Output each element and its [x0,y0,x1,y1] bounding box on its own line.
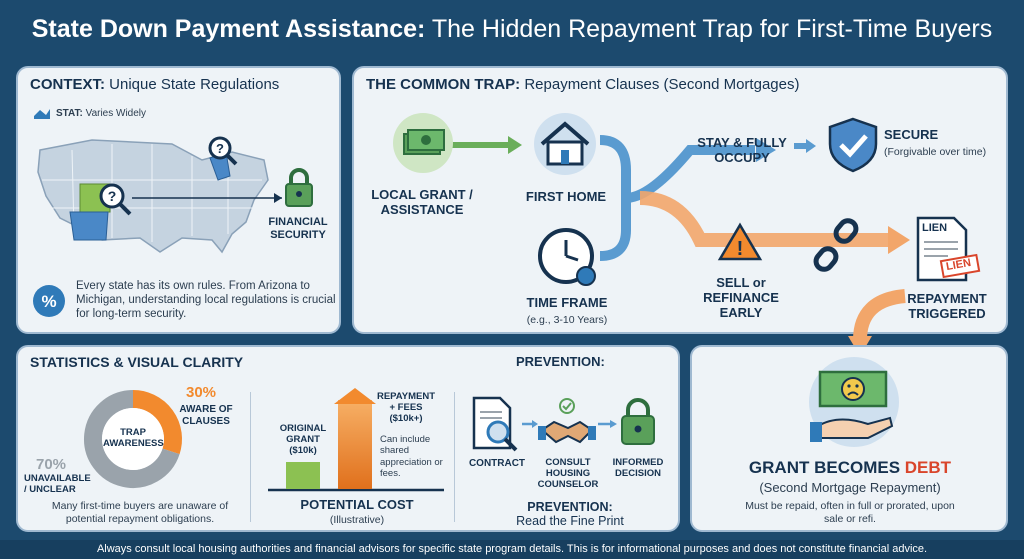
prevention-bottom-rest: Read the Fine Print [516,514,624,529]
cash-stack-icon [393,113,453,173]
secure-label: SECURE [884,127,939,142]
original-grant-label: ORIGINAL GRANT ($10k) [279,423,327,456]
stat-line: STAT: Varies Widely [56,108,146,120]
contract-label: CONTRACT [468,458,526,469]
context-title: CONTEXT: Unique State Regulations [30,76,279,93]
context-title-bold: CONTEXT: [30,76,105,93]
grant-label: LOCAL GRANT / ASSISTANCE [371,187,473,217]
svg-text:!: ! [737,238,744,260]
title-bold: State Down Payment Assistance: [31,15,426,43]
stats-divider-1 [250,392,251,522]
debt-word: DEBT [904,458,952,477]
timeframe-label: TIME FRAME [526,295,608,310]
home-label: FIRST HOME [525,189,607,204]
security-label: FINANCIAL SECURITY [268,216,328,241]
svg-text:%: % [41,292,56,311]
stats-title: STATISTICS & VISUAL CLARITY [30,354,244,370]
prevention-bottom: PREVENTION: Read the Fine Print [480,500,660,529]
lien-document-icon [916,216,981,282]
awareness-donut-chart [84,390,182,488]
lock-icon [285,168,313,207]
cost-sub: (Illustrative) [329,514,385,526]
stat-icon [34,109,50,119]
unaware-pct: 70% [36,456,67,473]
lien-text: LIEN [922,222,948,234]
donut-slice-0 [132,390,182,455]
secure-sub: (Forgivable over time) [884,146,987,158]
context-panel: CONTEXT: Unique State Regulations STAT: … [16,66,341,334]
counselor-label: CONSULT HOUSING COUNSELOR [537,457,599,490]
magnifier-icon: ? [99,183,132,216]
us-map-icon [37,139,282,254]
trap-title-bold: THE COMMON TRAP: [366,76,521,93]
cost-axis [268,488,444,492]
original-grant-bar [286,462,320,489]
shield-icon [828,117,878,173]
stats-divider-2 [454,392,455,522]
title-rest: The Hidden Repayment Trap for First-Time… [431,15,993,43]
house-icon [534,113,596,175]
decision-label: INFORMED DECISION [612,457,664,479]
debt-sub: (Second Mortgage Repayment) [759,480,941,495]
trap-panel: THE COMMON TRAP: Repayment Clauses (Seco… [352,66,1008,334]
contract-icon [472,396,518,452]
context-title-rest: Unique State Regulations [109,76,280,93]
page-title: State Down Payment Assistance: The Hidde… [0,0,1024,58]
aware-pct: 30% [186,384,217,401]
prevention-arrows [522,420,617,428]
cost-title: POTENTIAL COST [300,497,414,512]
aware-label: AWARE OF CLAUSES [179,404,233,427]
svg-text:?: ? [108,188,117,204]
magnifier-icon-2: ? [208,136,238,166]
debt-heading: GRANT BECOMES DEBT [700,458,1000,478]
repayment-bar [338,400,372,489]
prevention-bottom-bold: PREVENTION: [527,500,613,514]
warning-icon: ! [717,222,763,261]
prevention-lock-icon [621,398,655,445]
timeframe-sub: (e.g., 3-10 Years) [526,314,608,326]
stat-rest: Varies Widely [85,108,147,119]
debt-note: Must be repaid, often in full or prorate… [745,500,955,525]
donut-hole [102,408,164,470]
sell-label: SELL or REFINANCE EARLY [703,275,779,320]
stats-note: Many first-time buyers are unaware of po… [51,500,229,525]
debt-prefix: GRANT BECOMES [748,458,901,477]
trap-title: THE COMMON TRAP: Repayment Clauses (Seco… [366,76,799,93]
donut-slice-1 [84,390,180,488]
arrow-up-icon [334,388,376,404]
handshake-icon [538,398,596,444]
repayment-note: Can include shared appreciation or fees. [380,434,443,480]
sad-money-icon [809,357,899,447]
context-body: Every state has its own rules. From Ariz… [76,280,336,320]
clock-icon [538,228,596,286]
repayment-label: REPAYMENT TRIGGERED [907,291,987,321]
stat-bold: STAT: [56,108,83,119]
percent-icon: % [33,285,65,317]
stay-label: STAY & FULLY OCCUPY [697,135,787,165]
repayment-bar-label: REPAYMENT + FEES ($10k+) [376,391,436,424]
prevention-title: PREVENTION: [516,354,605,369]
unaware-label: UNAVAILABLE / UNCLEAR [24,473,91,495]
donut-center-label: TRAP AWARENESS [103,427,164,449]
trap-title-rest: Repayment Clauses (Second Mortgages) [524,76,800,93]
broken-chain-icon [813,218,859,272]
svg-text:?: ? [216,141,224,156]
footer-disclaimer: Always consult local housing authorities… [0,540,1024,559]
